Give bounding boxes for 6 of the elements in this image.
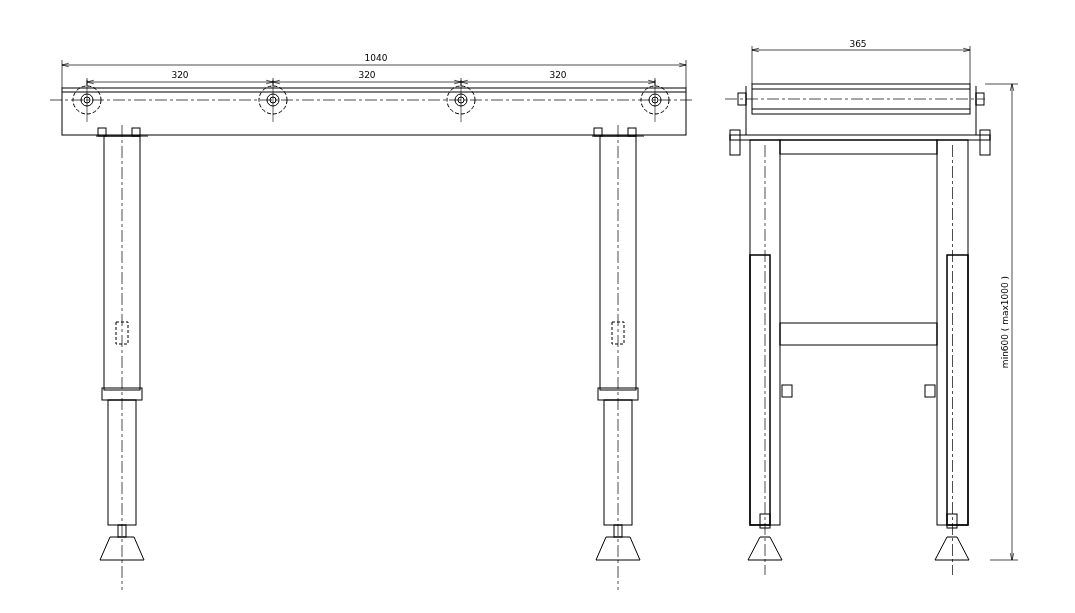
dimension-label: 1040 bbox=[364, 53, 388, 63]
dimension-label: 320 bbox=[171, 70, 189, 80]
dimension-label: 320 bbox=[358, 70, 376, 80]
dimension-label: min600 ( max1000 ) bbox=[1000, 275, 1010, 369]
dimension-label: 320 bbox=[549, 70, 567, 80]
dimension-label: 365 bbox=[849, 39, 867, 49]
